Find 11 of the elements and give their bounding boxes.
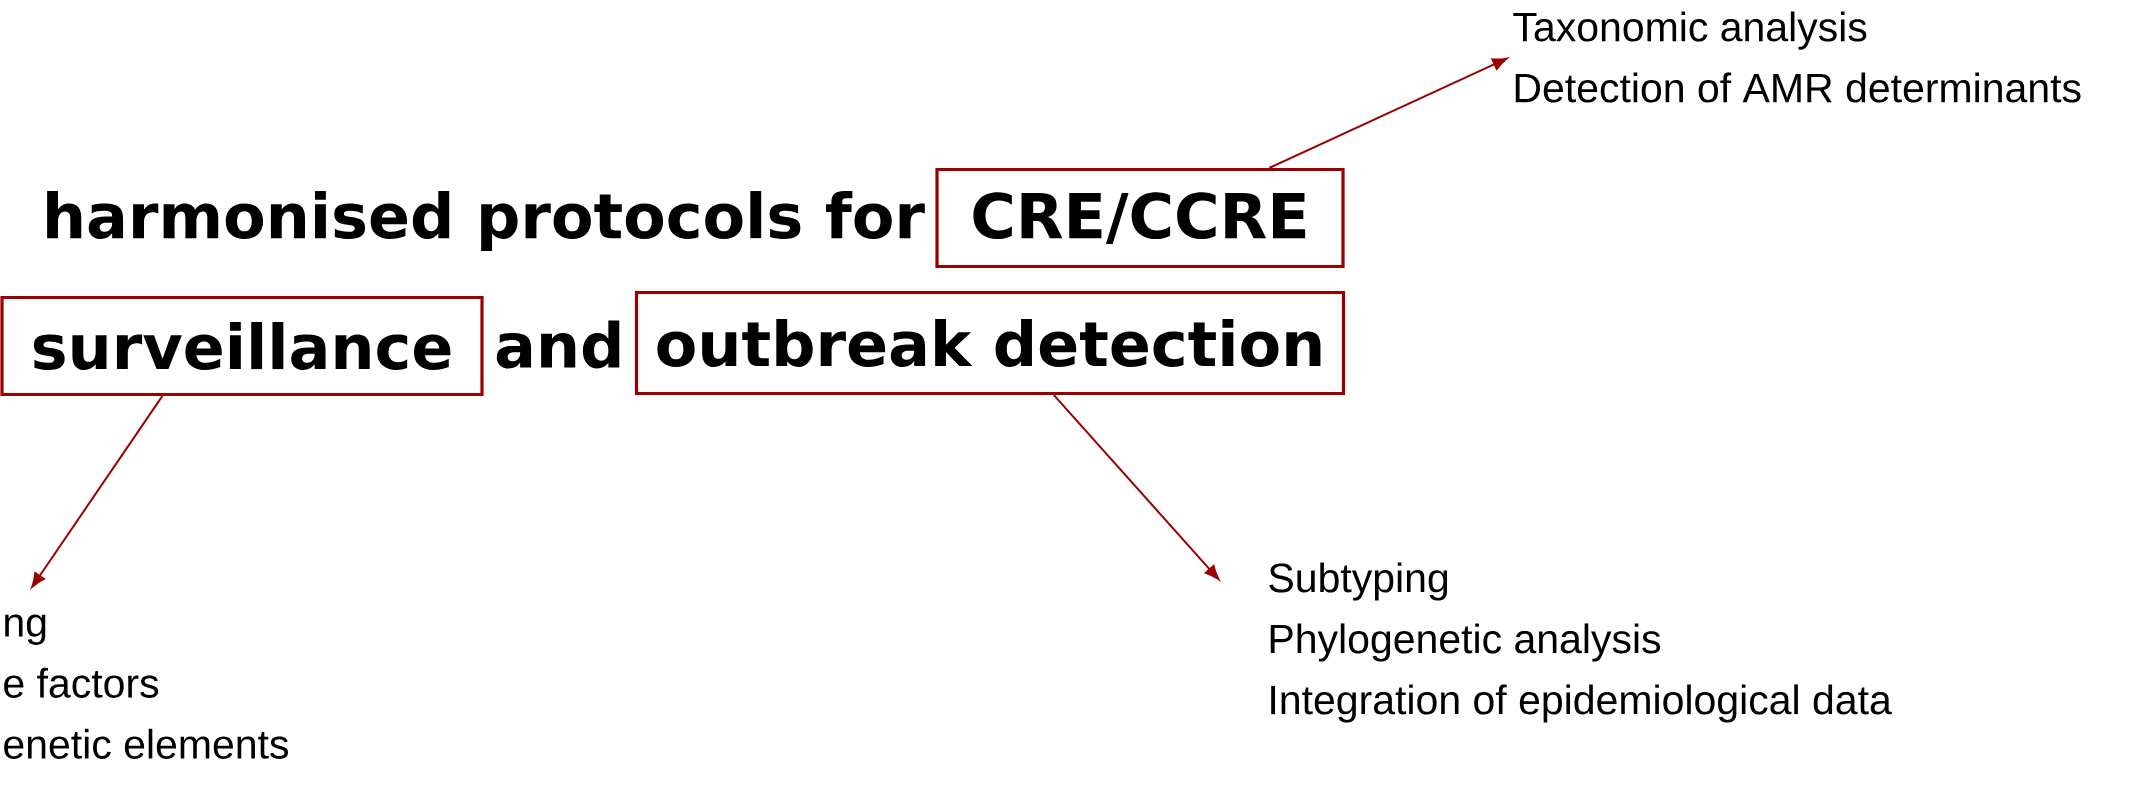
text-list: Subtyping Phylogenetic analysis Integration of epidemiological data	[1269, 562, 1892, 723]
text-list: ng e factors enetic elements	[4, 614, 288, 759]
heading-text: harmonised protocols for	[47, 191, 925, 252]
arrow	[1052, 394, 1220, 581]
highlight-box: CRE/CCRE	[935, 167, 1345, 269]
arrow	[31, 395, 164, 588]
heading-text: and	[496, 320, 620, 369]
text-list: Taxonomic analysis Detection of AMR determinants	[1513, 11, 2081, 103]
arrow	[1268, 57, 1508, 169]
highlight-box: surveillance	[0, 295, 484, 397]
highlight-box: outbreak detection	[634, 290, 1346, 396]
